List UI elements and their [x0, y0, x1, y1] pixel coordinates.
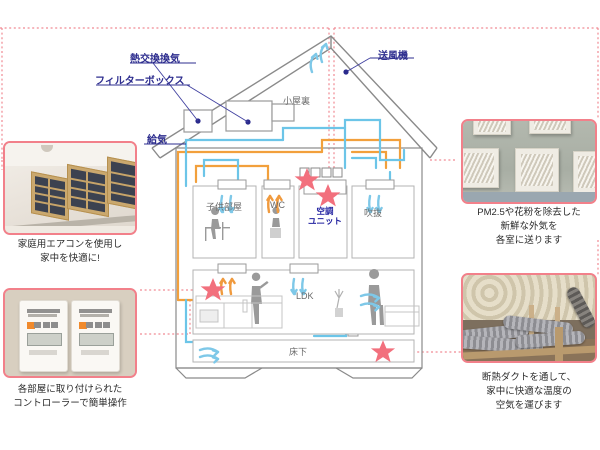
- caption-line: 各室に送ります: [495, 234, 563, 246]
- leader-lines: [96, 57, 414, 145]
- interior-window-photo: [3, 141, 137, 235]
- airflow-arrows: [198, 42, 383, 364]
- grille-row2-mid: [515, 148, 559, 192]
- supply-grille-photo: [461, 119, 597, 204]
- photo-card-grilles[interactable]: [461, 119, 597, 204]
- grille-top-mid: [529, 121, 571, 134]
- attic-duct-box: [271, 103, 295, 122]
- kitchen-counter: [195, 295, 283, 329]
- house-body-outline: [175, 147, 423, 379]
- room-label-wc: WC: [270, 200, 285, 210]
- caption-line: 空気を運びます: [495, 399, 563, 411]
- caption-line: 家中を快適に!: [40, 252, 100, 264]
- caption-line: PM2.5や花粉を除去した: [477, 207, 581, 218]
- caption-aircon-interior: 家庭用エアコンを使用し 家中を快適に!: [18, 238, 123, 266]
- heat-exchange-unit: [225, 100, 273, 132]
- caption-controllers: 各部屋に取り付けられた コントローラーで簡単操作: [13, 383, 126, 411]
- room-label-attic: 小屋裏: [283, 96, 311, 106]
- ac-unit-line1: 空調: [316, 206, 334, 216]
- ac-unit-line2: ユニット: [307, 216, 342, 227]
- grille-top-left: [473, 121, 511, 135]
- label-filter-box: フィルターボックス: [95, 76, 185, 87]
- wall-controller-photo: [3, 288, 137, 378]
- caption-grilles: PM2.5や花粉を除去した 新鮮な外気を 各室に送ります: [477, 206, 580, 247]
- caption-line: 各部屋に取り付けられた: [17, 384, 123, 395]
- caption-line: 断熱ダクトを通して、: [481, 372, 577, 383]
- room-label-ldk: LDK: [296, 291, 314, 301]
- photo-card-ducts[interactable]: [461, 273, 597, 363]
- insulated-duct-photo: [461, 273, 597, 363]
- attic-equipment: [183, 100, 295, 133]
- window-pane-right: [107, 156, 135, 211]
- underfloor-space: [192, 339, 415, 363]
- grille-row2-left: [463, 148, 499, 188]
- window-pane-middle: [67, 163, 109, 218]
- label-heat-exchange: 熱交換換気: [130, 54, 180, 65]
- caption-line: 家中に快適な温度の: [486, 385, 572, 397]
- label-supply-air: 給気: [147, 135, 167, 146]
- room-label-kids-room: 子供部屋: [206, 202, 243, 212]
- caption-line: 新鮮な外気を: [500, 220, 558, 232]
- room-label-underfloor: 床下: [289, 347, 308, 357]
- caption-ducts: 断熱ダクトを通して、 家中に快適な温度の 空気を運びます: [482, 371, 576, 412]
- return-duct-blue: [184, 118, 406, 344]
- caption-line: 家庭用エアコンを使用し: [17, 239, 123, 250]
- controller-unit-right: [71, 300, 120, 372]
- label-blower: 送風機: [378, 51, 408, 62]
- caption-line: コントローラーで簡単操作: [13, 397, 127, 409]
- photo-card-aircon-interior[interactable]: [3, 141, 137, 235]
- sofa: [384, 305, 420, 327]
- window-pane-left: [31, 171, 69, 221]
- label-ac-unit: 空調 ユニット: [303, 206, 347, 226]
- upper-floor-rooms: [192, 185, 415, 259]
- highlight-stars: [200, 168, 396, 363]
- photo-card-controllers[interactable]: [3, 288, 137, 378]
- ceiling-registers-upper: [217, 179, 395, 190]
- controller-unit-left: [19, 300, 68, 372]
- grille-row2-right: [573, 151, 595, 193]
- room-label-atrium: 吹抜: [364, 208, 383, 218]
